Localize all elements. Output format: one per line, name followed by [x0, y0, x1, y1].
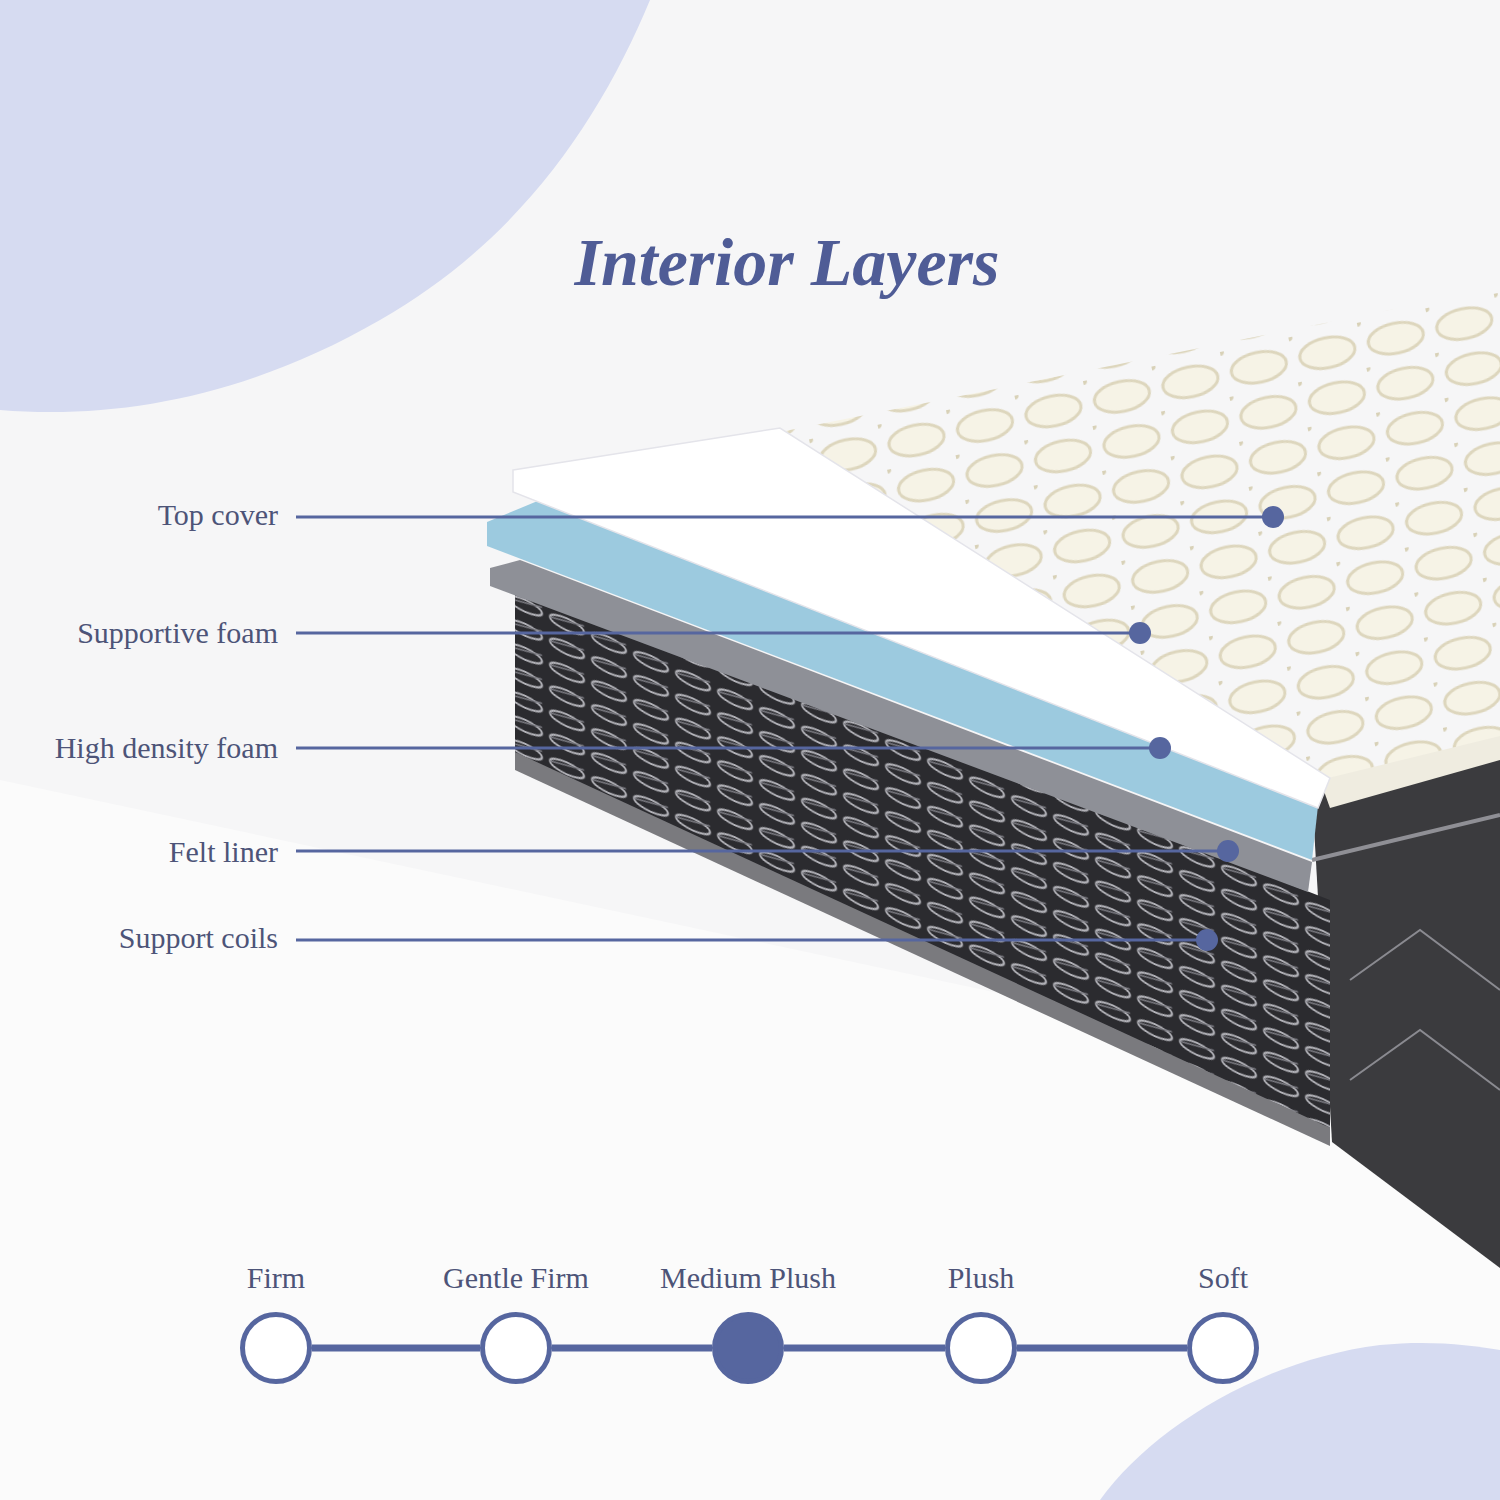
leader-dot — [1149, 737, 1171, 759]
leader-line — [296, 747, 1160, 750]
corner-blob — [1100, 1343, 1500, 1500]
side-panel — [1312, 738, 1500, 1268]
layer-label: Supportive foam — [77, 616, 278, 650]
scale-connector — [1017, 1345, 1187, 1352]
layer-label: Top cover — [158, 498, 278, 532]
leader-dot — [1262, 506, 1284, 528]
firmness-dot: Gentle Firm — [480, 1312, 552, 1384]
leader-dot — [1217, 840, 1239, 862]
leader-dots — [1129, 506, 1284, 951]
side-trim — [1312, 815, 1500, 860]
scale-connector — [784, 1345, 945, 1352]
leader-lines — [296, 517, 1273, 940]
corner-blob — [0, 0, 650, 412]
leader-line — [296, 516, 1273, 519]
firmness-label: Medium Plush — [660, 1261, 836, 1295]
scale-connector — [552, 1345, 712, 1352]
layer-label: High density foam — [55, 731, 278, 765]
firmness-dot: Soft — [1187, 1312, 1259, 1384]
scale-connector — [312, 1345, 480, 1352]
side-panel-top — [1320, 736, 1500, 808]
top-cover-sheet — [513, 428, 1330, 808]
title: Interior Layers — [575, 223, 1000, 302]
leader-line — [296, 939, 1207, 942]
layer-label: Felt liner — [169, 835, 278, 869]
firmness-dot: Firm — [240, 1312, 312, 1384]
leader-dot — [1196, 929, 1218, 951]
firmness-dot: Plush — [945, 1312, 1017, 1384]
leader-line — [296, 850, 1228, 853]
leader-line — [296, 632, 1140, 635]
firmness-label: Soft — [1198, 1261, 1248, 1295]
firmness-label: Plush — [948, 1261, 1015, 1295]
leader-dot — [1129, 622, 1151, 644]
firmness-dot: Medium Plush — [712, 1312, 784, 1384]
firmness-label: Firm — [247, 1261, 305, 1295]
layer-label: Support coils — [119, 921, 278, 955]
side-stitch — [1350, 930, 1500, 1090]
firmness-label: Gentle Firm — [443, 1261, 589, 1295]
